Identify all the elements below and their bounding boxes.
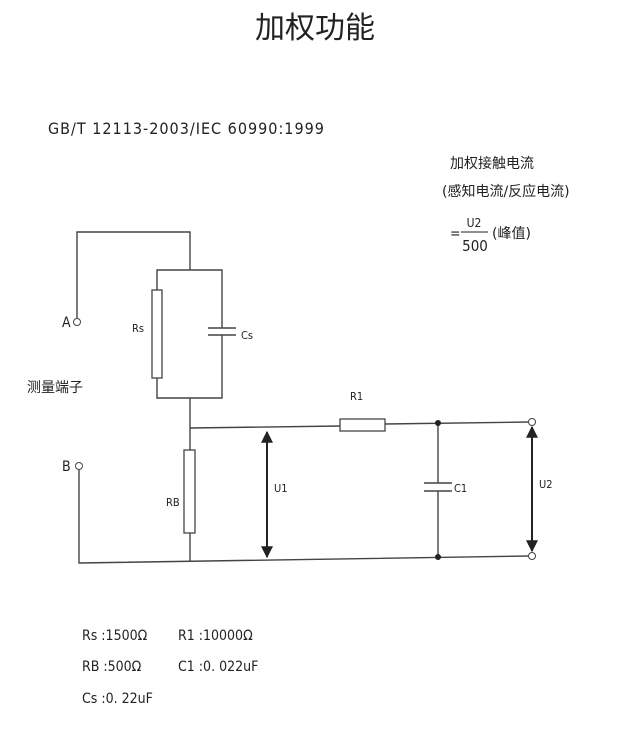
junction-node-top (435, 420, 441, 426)
formula-equals: = (450, 226, 461, 242)
label-a: A (62, 315, 71, 331)
value-rs: Rs :1500Ω (82, 628, 148, 644)
label-measuring-terminals: 测量端子 (27, 380, 83, 396)
formula-line2: (感知电流/反应电流) (442, 183, 570, 200)
value-rb: RB :500Ω (82, 659, 142, 675)
label-b: B (62, 459, 71, 475)
label-c1: C1 (454, 482, 467, 495)
label-rb: RB (166, 496, 180, 509)
resistor-r1 (339, 418, 386, 432)
wires (76, 231, 530, 564)
output-terminal-top (528, 418, 536, 426)
terminal-b (75, 462, 83, 470)
resistor-rb (183, 449, 196, 534)
value-cs: Cs :0. 22uF (82, 691, 153, 707)
formula-line1: 加权接触电流 (450, 155, 534, 172)
formula-note: (峰值) (492, 226, 531, 242)
value-c1: C1 :0. 022uF (178, 659, 258, 675)
capacitor-cs (208, 327, 236, 336)
formula-numerator: U2 (467, 216, 482, 230)
output-terminal-bottom (528, 552, 536, 560)
formula-denominator: 500 (462, 237, 488, 255)
label-r1: R1 (350, 390, 363, 403)
standard-reference: GB/T 12113-2003/IEC 60990:1999 (48, 119, 325, 138)
terminal-a (73, 318, 81, 326)
value-r1: R1 :10000Ω (178, 628, 253, 644)
junction-node-bottom (435, 554, 441, 560)
capacitor-c1 (424, 482, 452, 492)
label-rs: Rs (132, 322, 144, 335)
label-u1: U1 (274, 482, 288, 495)
label-u2: U2 (539, 478, 553, 491)
label-cs: Cs (241, 329, 253, 342)
resistor-rs (151, 289, 163, 379)
page-title: 加权功能 (255, 11, 375, 46)
